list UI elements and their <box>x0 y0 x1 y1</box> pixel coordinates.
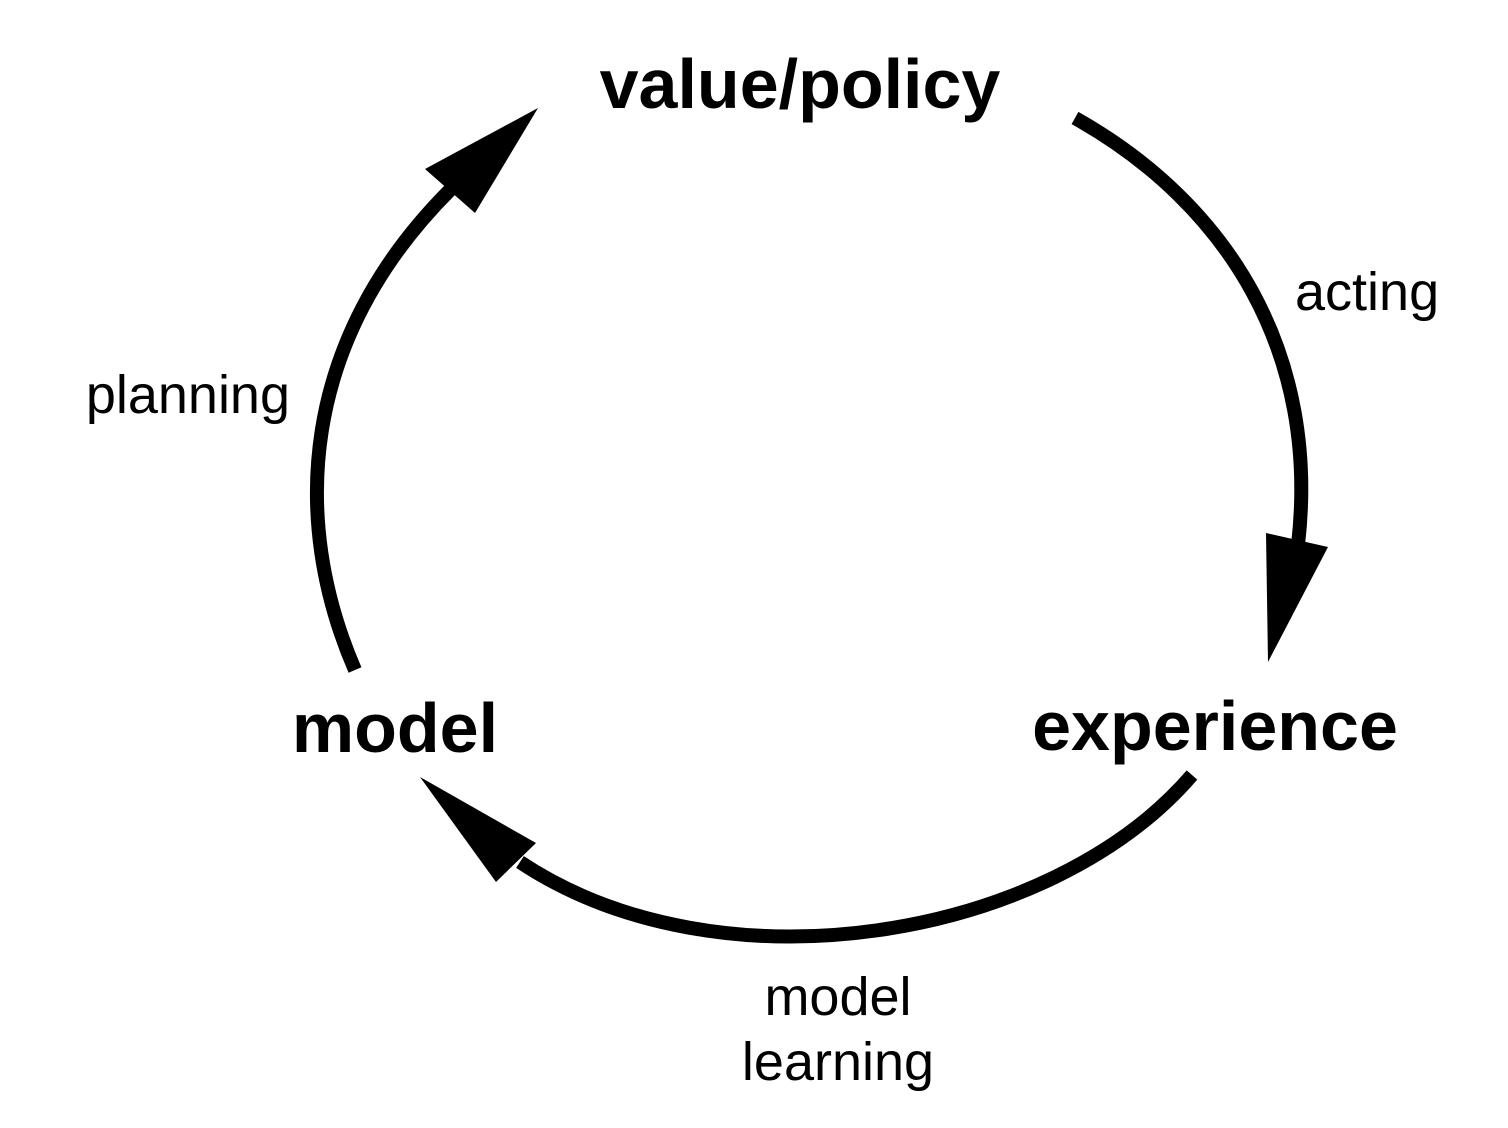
planning-arrowhead <box>425 108 538 213</box>
planning-arc <box>309 185 455 673</box>
acting-arc <box>1071 111 1309 546</box>
model-learning-arc <box>516 770 1198 944</box>
edge-acting-label: acting <box>1295 262 1439 322</box>
node-experience-label: experience <box>1032 687 1398 765</box>
edge-planning-label: planning <box>86 365 290 425</box>
node-model-label: model <box>292 689 498 767</box>
acting-arrowhead <box>1266 533 1328 662</box>
edge-model-learning-label-line2: learning <box>742 1032 934 1092</box>
model-learning-arrowhead <box>420 777 536 882</box>
node-value-policy-label: value/policy <box>600 45 1001 123</box>
edge-model-learning-label-line1: model <box>764 967 911 1027</box>
